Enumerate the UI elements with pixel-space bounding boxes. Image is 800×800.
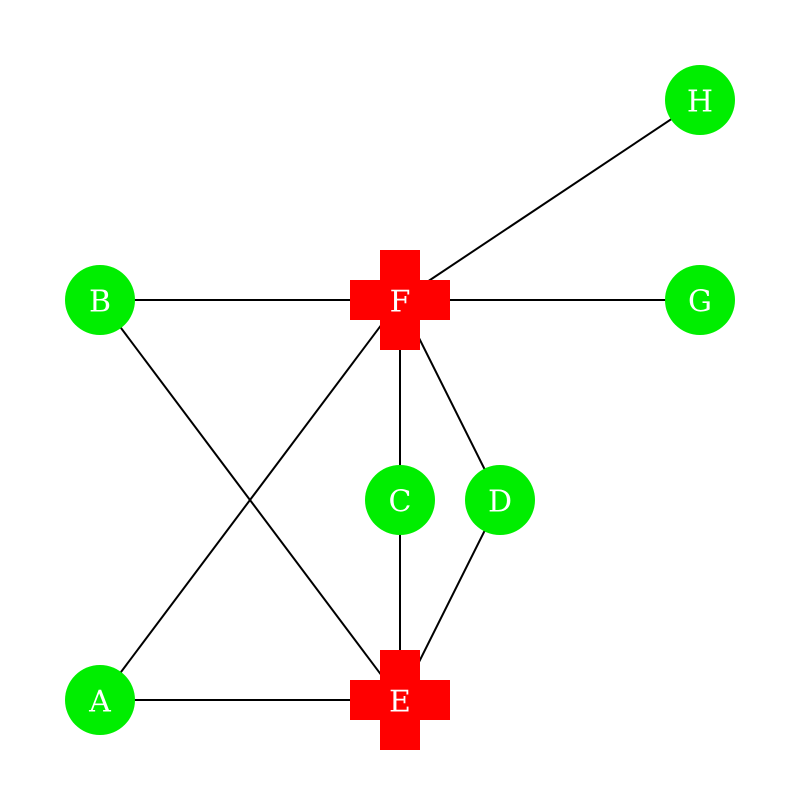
- circle-shape: [665, 65, 735, 135]
- node-label: E: [389, 685, 411, 720]
- node-b: B: [65, 265, 135, 335]
- edges: [99, 99, 701, 701]
- node-label: A: [88, 685, 111, 720]
- node-label: G: [688, 285, 712, 320]
- cross-shape: [350, 250, 450, 350]
- circle-shape: [665, 265, 735, 335]
- node-label: F: [390, 285, 411, 320]
- node-g: G: [665, 265, 735, 335]
- node-label: C: [389, 485, 412, 520]
- edge-f-h: [399, 99, 701, 301]
- node-f: F: [350, 250, 450, 350]
- circle-shape: [65, 665, 135, 735]
- circle-shape: [465, 465, 535, 535]
- node-d: D: [465, 465, 535, 535]
- circle-shape: [365, 465, 435, 535]
- nodes: A B C D E F G H: [65, 65, 735, 750]
- circle-shape: [65, 265, 135, 335]
- edge-b-e: [99, 299, 401, 701]
- node-e: E: [350, 650, 450, 750]
- node-label: D: [488, 485, 512, 520]
- node-c: C: [365, 465, 435, 535]
- node-label: H: [687, 85, 713, 120]
- node-a: A: [65, 665, 135, 735]
- node-h: H: [665, 65, 735, 135]
- cross-shape: [350, 650, 450, 750]
- node-label: B: [89, 285, 111, 320]
